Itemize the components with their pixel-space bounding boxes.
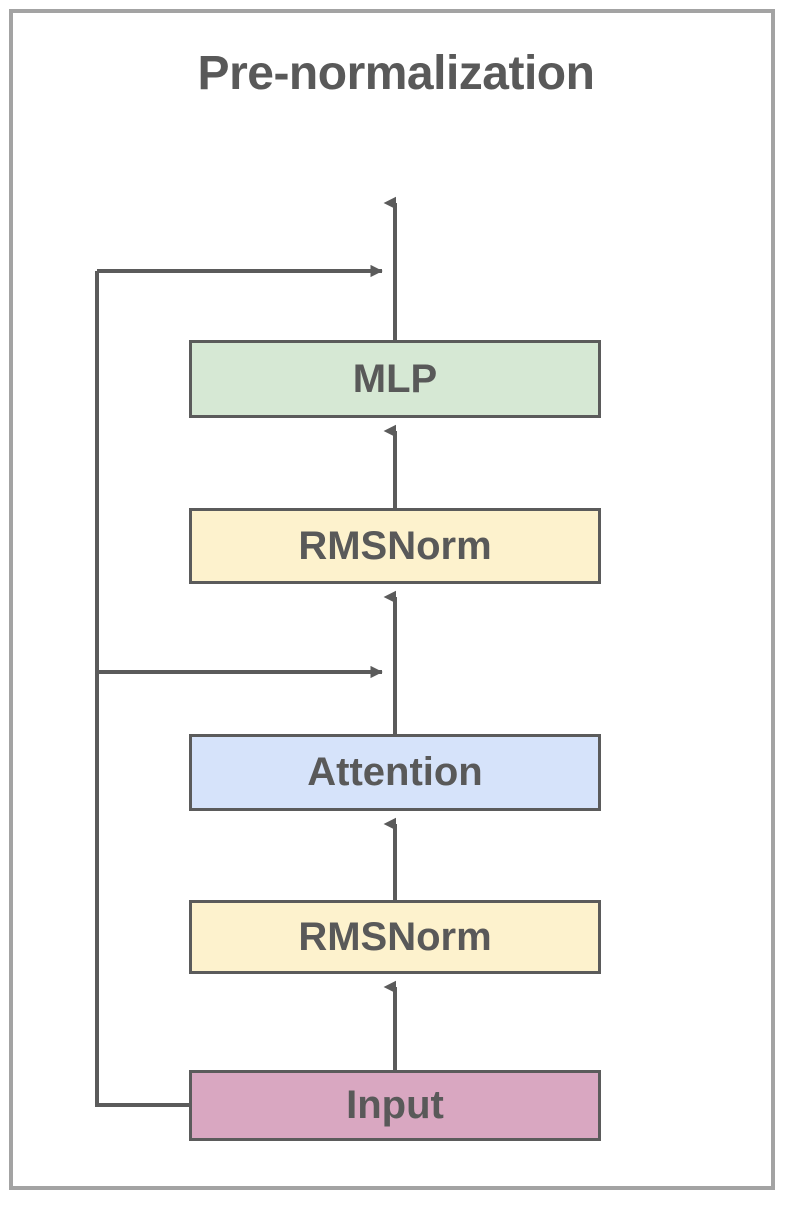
node-rmsnorm-mlp[interactable]: RMSNorm [189, 508, 601, 584]
node-rmsnorm-attention-label: RMSNorm [298, 914, 492, 959]
page-title: Pre-normalization [197, 47, 595, 100]
node-attention[interactable]: Attention [189, 734, 601, 811]
node-rmsnorm-attention[interactable]: RMSNorm [189, 900, 601, 974]
node-input-label: Input [346, 1083, 444, 1127]
edge-residual-trunk [95, 271, 189, 1107]
node-input[interactable]: Input [189, 1070, 601, 1141]
node-mlp[interactable]: MLP [189, 340, 601, 418]
node-rmsnorm-mlp-label: RMSNorm [298, 523, 492, 568]
node-attention-label: Attention [307, 750, 483, 794]
node-mlp-label: MLP [352, 356, 438, 401]
